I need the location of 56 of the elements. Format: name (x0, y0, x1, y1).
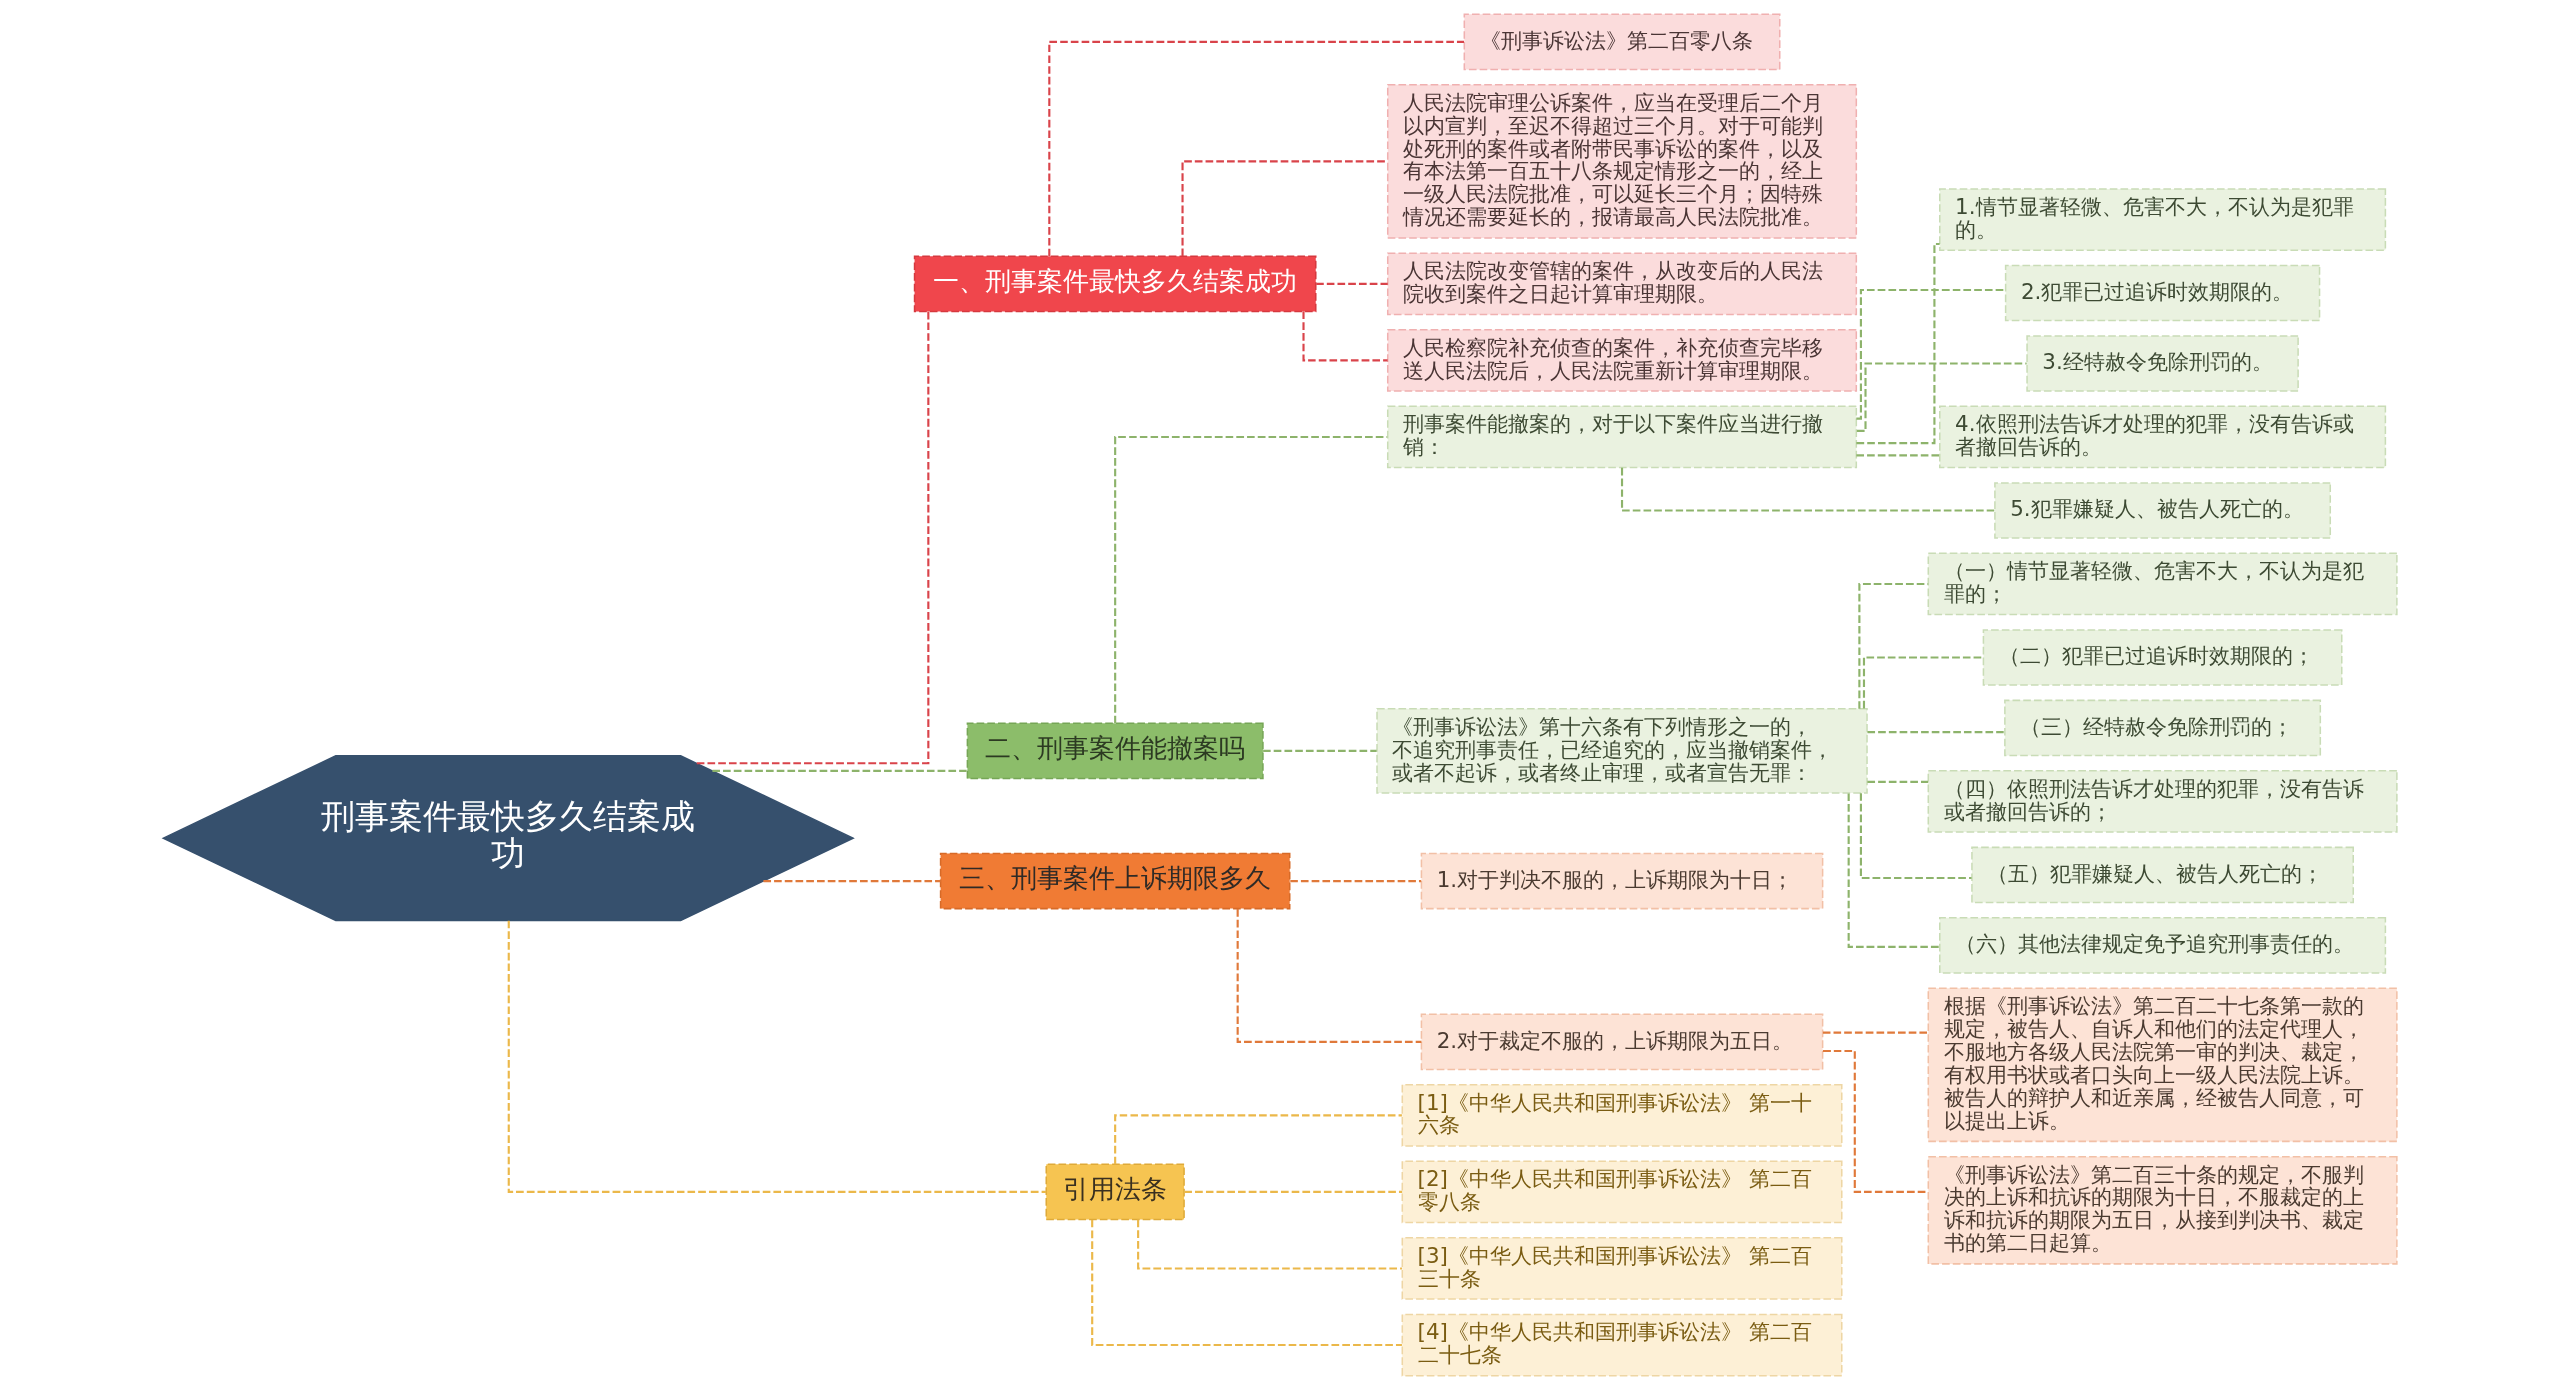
connector (1847, 793, 1940, 948)
node-box: 4.依照刑法告诉才处理的犯罪，没有告诉或者撤回告诉的。 (1939, 405, 2387, 469)
node-box: 2.犯罪已过追诉时效期限的。 (2004, 264, 2321, 322)
node-box: 人民检察院补充侦查的案件，补充侦查完毕移送人民法院后，人民法院重新计算审理期限。 (1386, 329, 1858, 392)
connector (507, 920, 1047, 1193)
node-box: （一）情节显著轻微、危害不大，不认为是犯罪的； (1927, 552, 2398, 616)
node-box: （三）经特赦令免除刑罚的； (2004, 699, 2322, 757)
connector (712, 769, 968, 772)
node-box: 一、刑事案件最快多久结案成功 (913, 255, 1317, 313)
node-box: 2.对于裁定不服的，上诉期限为五日。 (1420, 1013, 1824, 1071)
connector (1302, 311, 1388, 362)
node-box: （四）依照刑法告诉才处理的犯罪，没有告诉或者撤回告诉的； (1927, 770, 2398, 833)
connector (1137, 1219, 1402, 1270)
node-box: 5.犯罪嫌疑人、被告人死亡的。 (1994, 482, 2332, 539)
connector (1290, 880, 1422, 883)
node-box: （二）犯罪已过追诉时效期限的； (1982, 629, 2343, 686)
node-box: [4]《中华人民共和国刑事诉讼法》 第二百二十七条 (1401, 1313, 1843, 1377)
node-box: （六）其他法律规定免予追究刑事责任的。 (1939, 917, 2387, 974)
node-box: 《刑事诉讼法》第二百零八条 (1463, 13, 1781, 71)
connector (763, 880, 941, 883)
connector (1316, 282, 1388, 285)
connector (1236, 909, 1422, 1043)
node-box: 3.经特赦令免除刑罚的。 (2026, 335, 2299, 392)
node-box: 引用法条 (1045, 1163, 1185, 1221)
node-box: 人民法院改变管辖的案件，从改变后的人民法院收到案件之日起计算审理期限。 (1386, 252, 1858, 316)
connector (1620, 467, 1995, 512)
connector (1867, 780, 1929, 783)
connector (1114, 1114, 1402, 1165)
connector (1856, 242, 1940, 445)
connector (1114, 435, 1388, 724)
node-box: 《刑事诉讼法》第二百三十条的规定，不服判决的上诉和抗诉的期限为十日，不服裁定的上诉和抗诉的期限为五日，从接到判决书、裁定书的第二日起算。 (1927, 1155, 2398, 1265)
connector (1859, 793, 1972, 880)
node-box: [1]《中华人民共和国刑事诉讼法》 第一十六条 (1401, 1083, 1843, 1147)
connector (1181, 160, 1388, 257)
connector (1867, 731, 2005, 734)
connector (1856, 362, 2027, 432)
node-box: 二、刑事案件能撤案吗 (966, 722, 1264, 780)
node-box: 根据《刑事诉讼法》第二百二十七条第一款的规定，被告人、自诉人和他们的法定代理人，不服地方各级人民法院第一审的判决、裁定，有权用书状或者口头向上一级人民法院上诉。被告人的辩护人和近亲属，经被告人同意，可以提出上诉。 (1927, 987, 2398, 1143)
node-box: 三、刑事案件上诉期限多久 (939, 852, 1291, 910)
connector (1184, 1190, 1403, 1193)
connector (1091, 1220, 1402, 1347)
node-box: 《刑事诉讼法》第十六条有下列情形之一的，不追究刑事责任，已经追究的，应当撤销案件，或者不起诉，或者终止审理，或者宣告无罪： (1376, 708, 1868, 794)
connector (1862, 656, 1984, 709)
node-box: 1.情节显著轻微、危害不大，不认为是犯罪的。 (1939, 188, 2387, 251)
node-box: 1.对于判决不服的，上诉期限为十日； (1420, 852, 1824, 910)
node-box: [3]《中华人民共和国刑事诉讼法》 第二百三十条 (1401, 1237, 1843, 1300)
node-box: [2]《中华人民共和国刑事诉讼法》 第二百零八条 (1401, 1160, 1843, 1224)
connector (696, 311, 930, 765)
node-box: 刑事案件能撤案的，对于以下案件应当进行撤销： (1386, 405, 1858, 469)
node-box: 人民法院审理公诉案件，应当在受理后二个月以内宣判，至迟不得超过三个月。对于可能判处死刑的案件或者附带民事诉讼的案件，以及有本法第一百五十八条规定情形之一的，经上一级人民法院批准，可以延长三个月；因特殊情况还需要延长的，报请最高人民法院批准。 (1386, 84, 1858, 239)
connector (1856, 288, 2006, 420)
connector (1048, 40, 1464, 257)
node-box: （五）犯罪嫌疑人、被告人死亡的； (1971, 846, 2354, 904)
connector (1263, 749, 1377, 752)
connector (1822, 1031, 1928, 1034)
connector (1856, 454, 1940, 457)
